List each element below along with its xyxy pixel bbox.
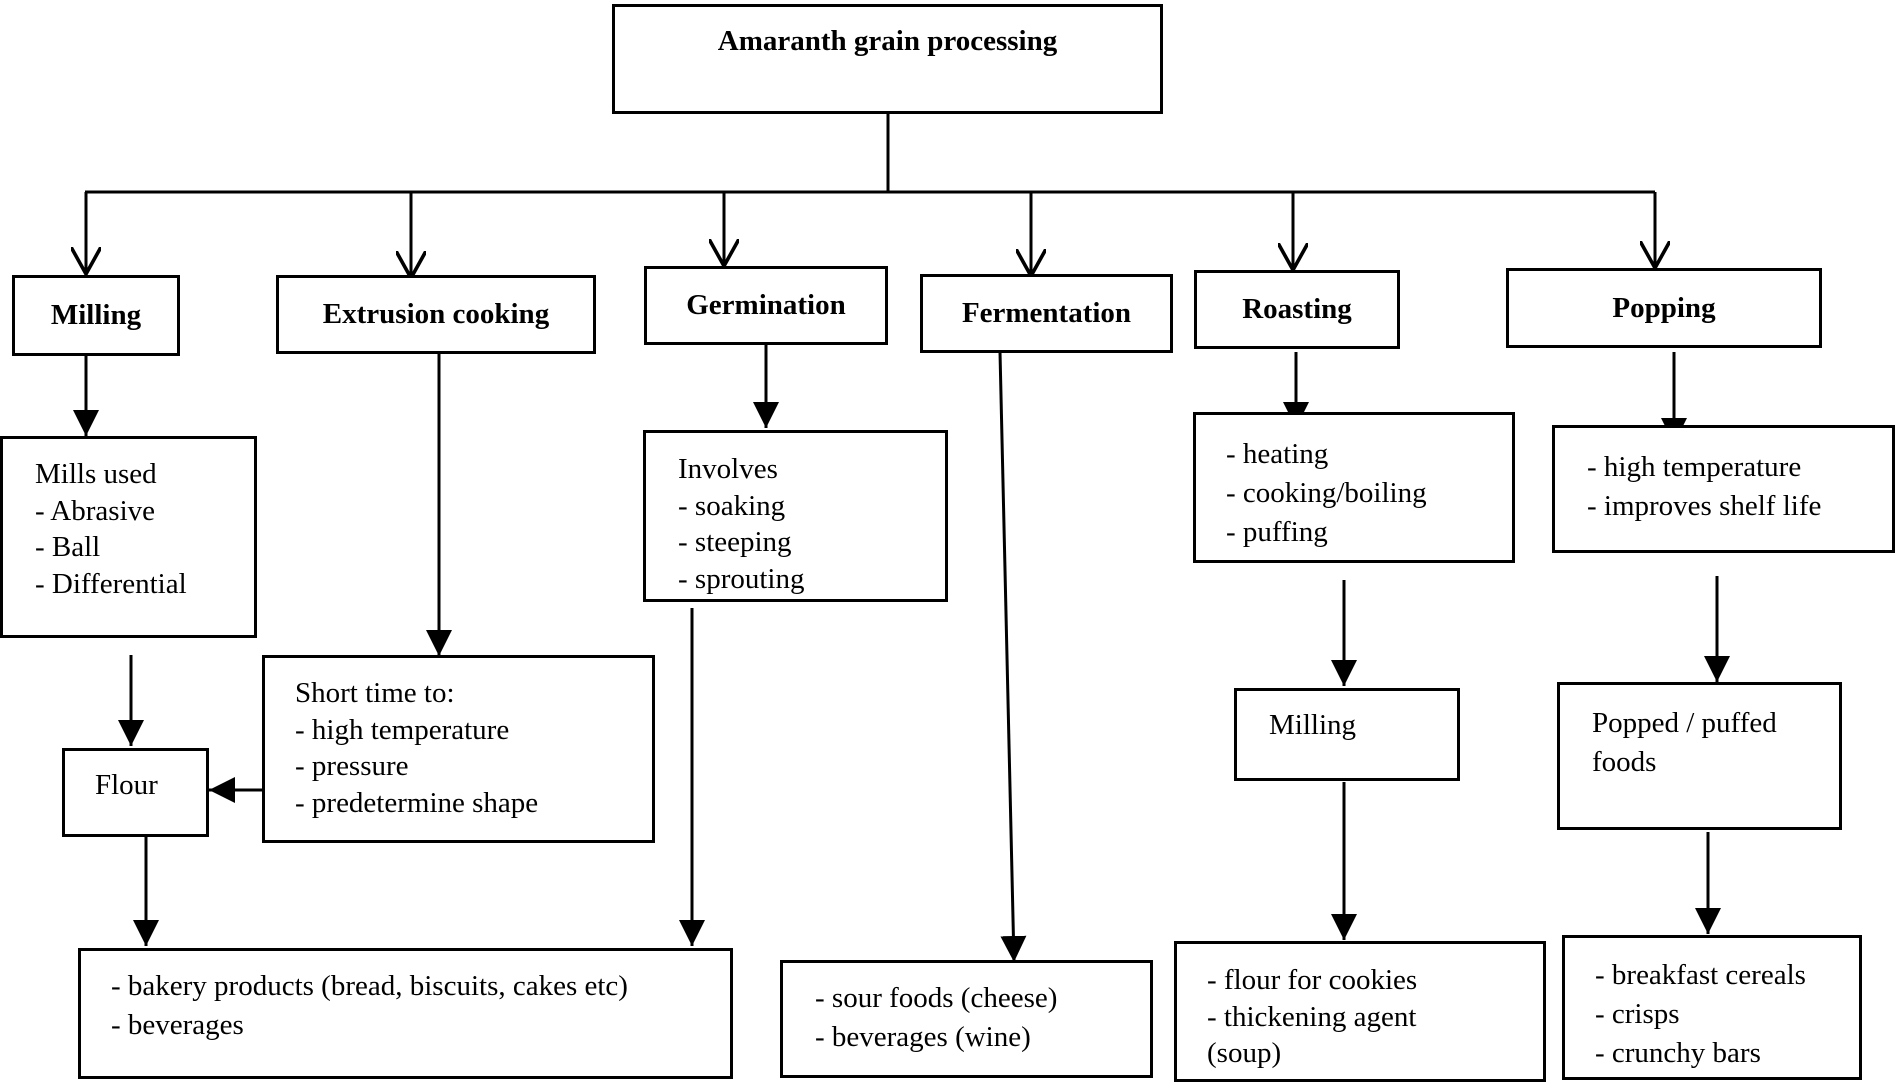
roasting-milling-box: Milling bbox=[1234, 688, 1460, 781]
roasting-detail-line: - puffing bbox=[1226, 516, 1328, 548]
mills-used-line: - Abrasive bbox=[35, 494, 155, 527]
bakery-product-line: - beverages bbox=[111, 1009, 244, 1041]
fermented-product-line: - sour foods (cheese) bbox=[815, 982, 1058, 1014]
roasted-product-line: (soup) bbox=[1207, 1037, 1282, 1069]
fermented-products-box: - sour foods (cheese) - beverages (wine) bbox=[780, 960, 1153, 1078]
roasting-details-box: - heating - cooking/boiling - puffing bbox=[1193, 412, 1515, 563]
roasting-detail-line: - cooking/boiling bbox=[1226, 477, 1427, 509]
roasting-milling-label: Milling bbox=[1269, 709, 1357, 741]
popping-box: Popping bbox=[1506, 268, 1822, 348]
germination-detail-line: - sprouting bbox=[678, 562, 805, 595]
fermentation-box: Fermentation bbox=[920, 274, 1173, 353]
diagram-title: Amaranth grain processing bbox=[717, 25, 1058, 57]
popping-detail-line: - improves shelf life bbox=[1587, 490, 1822, 522]
roasted-product-line: - thickening agent bbox=[1207, 1000, 1417, 1033]
extrusion-cooking-label: Extrusion cooking bbox=[322, 298, 550, 330]
bakery-product-line: - bakery products (bread, biscuits, cake… bbox=[111, 970, 628, 1002]
bakery-products-box: - bakery products (bread, biscuits, cake… bbox=[78, 948, 733, 1079]
roasting-label: Roasting bbox=[1242, 293, 1352, 325]
germination-box: Germination bbox=[644, 266, 888, 345]
germination-detail-line: - steeping bbox=[678, 526, 792, 558]
popped-foods-line: foods bbox=[1592, 746, 1657, 778]
extrusion-detail-line: - high temperature bbox=[295, 713, 510, 746]
popping-details-box: - high temperature - improves shelf life bbox=[1552, 425, 1895, 553]
milling-box: Milling bbox=[12, 275, 180, 356]
roasting-box: Roasting bbox=[1194, 270, 1400, 349]
milling-label: Milling bbox=[50, 299, 142, 331]
extrusion-details-box: Short time to: - high temperature - pres… bbox=[262, 655, 655, 843]
extrusion-detail-line: - pressure bbox=[295, 750, 409, 782]
roasting-detail-line: - heating bbox=[1226, 438, 1329, 470]
mills-used-line: - Differential bbox=[35, 567, 187, 600]
popping-label: Popping bbox=[1612, 291, 1716, 324]
diagram-title-box: Amaranth grain processing bbox=[612, 4, 1163, 114]
germination-label: Germination bbox=[686, 289, 846, 321]
mills-used-box: Mills used - Abrasive - Ball - Different… bbox=[0, 436, 257, 638]
popped-foods-box: Popped / puffed foods bbox=[1557, 682, 1842, 830]
popped-foods-line: Popped / puffed bbox=[1592, 707, 1777, 739]
popped-products-box: - breakfast cereals - crisps - crunchy b… bbox=[1562, 935, 1862, 1080]
germination-detail-line: - soaking bbox=[678, 489, 786, 522]
extrusion-detail-line: - predetermine shape bbox=[295, 786, 539, 819]
popped-product-line: - crunchy bars bbox=[1595, 1037, 1761, 1069]
fermented-product-line: - beverages (wine) bbox=[815, 1021, 1031, 1053]
arrow-fermentation-to-products bbox=[998, 351, 1027, 963]
germination-details-box: Involves - soaking - steeping - sproutin… bbox=[643, 430, 948, 602]
extrusion-cooking-box: Extrusion cooking bbox=[276, 275, 596, 354]
germination-detail-line: Involves bbox=[678, 453, 778, 485]
flour-label: Flour bbox=[95, 769, 158, 801]
mills-used-line: - Ball bbox=[35, 531, 101, 563]
extrusion-detail-line: Short time to: bbox=[295, 677, 455, 709]
roasted-products-box: - flour for cookies - thickening agent (… bbox=[1174, 941, 1546, 1082]
popped-product-line: - crisps bbox=[1595, 998, 1680, 1030]
fermentation-label: Fermentation bbox=[961, 297, 1132, 329]
popping-detail-line: - high temperature bbox=[1587, 451, 1802, 483]
roasted-product-line: - flour for cookies bbox=[1207, 964, 1418, 996]
mills-used-line: Mills used bbox=[35, 458, 157, 490]
popped-product-line: - breakfast cereals bbox=[1595, 959, 1806, 991]
flour-box: Flour bbox=[62, 748, 209, 837]
